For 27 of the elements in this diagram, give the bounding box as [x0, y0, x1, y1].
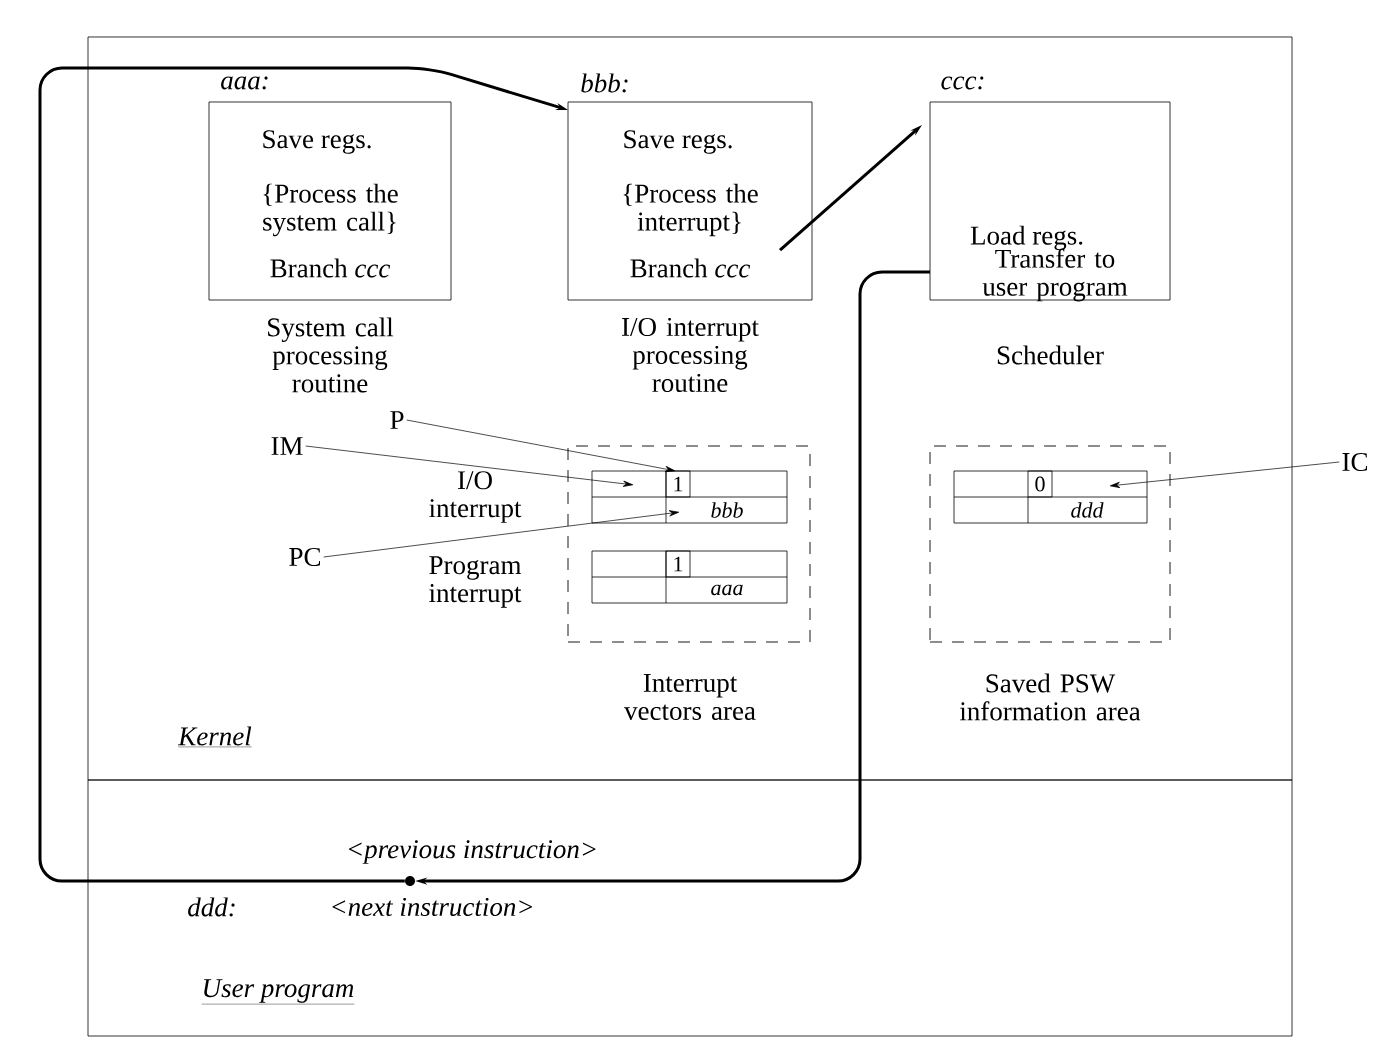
- node-label: Scheduler: [997, 345, 1104, 365]
- vector-table: 1 aaa Program interrupt: [429, 550, 788, 608]
- vector-table: 1 bbb I/O interrupt: [429, 470, 788, 524]
- instruction-text: ddd: <next instruction>: [188, 897, 532, 917]
- arrow: [305, 445, 634, 487]
- register-label: P: [390, 411, 404, 429]
- node-label: Program interrupt: [429, 556, 522, 608]
- node-label: Saved PSW information area: [959, 673, 1141, 721]
- arrow: [1109, 461, 1340, 488]
- node-label: bbb:: [581, 73, 628, 93]
- register-label: IM: [271, 437, 303, 455]
- node-label: aaa:: [221, 76, 268, 90]
- routine-box: ccc: Load regs. Transfer to user program Scheduler: [929, 76, 1171, 365]
- node-label: ccc:: [941, 76, 984, 90]
- register-label: IC: [1342, 452, 1368, 472]
- psw-table: 0 ddd: [953, 470, 1148, 524]
- interrupt-point: [405, 876, 415, 886]
- routine-box: bbb: Save regs. {Process the interrupt} Branch ccc I/O interrupt processing routine: [567, 73, 813, 393]
- node-label: I/O interrupt processing routine: [622, 317, 759, 393]
- arrow: [406, 419, 676, 473]
- register-label: PC: [289, 547, 321, 567]
- node-label: System call processing routine: [268, 317, 394, 393]
- instruction-text: <previous instruction>: [349, 840, 596, 864]
- arrow: [323, 510, 680, 558]
- node-label: I/O interrupt: [429, 471, 522, 523]
- node-label: Interrupt vectors area: [624, 674, 756, 720]
- routine-box: aaa: Save regs. {Process the system call} Branch ccc System call processing routine: [208, 76, 452, 393]
